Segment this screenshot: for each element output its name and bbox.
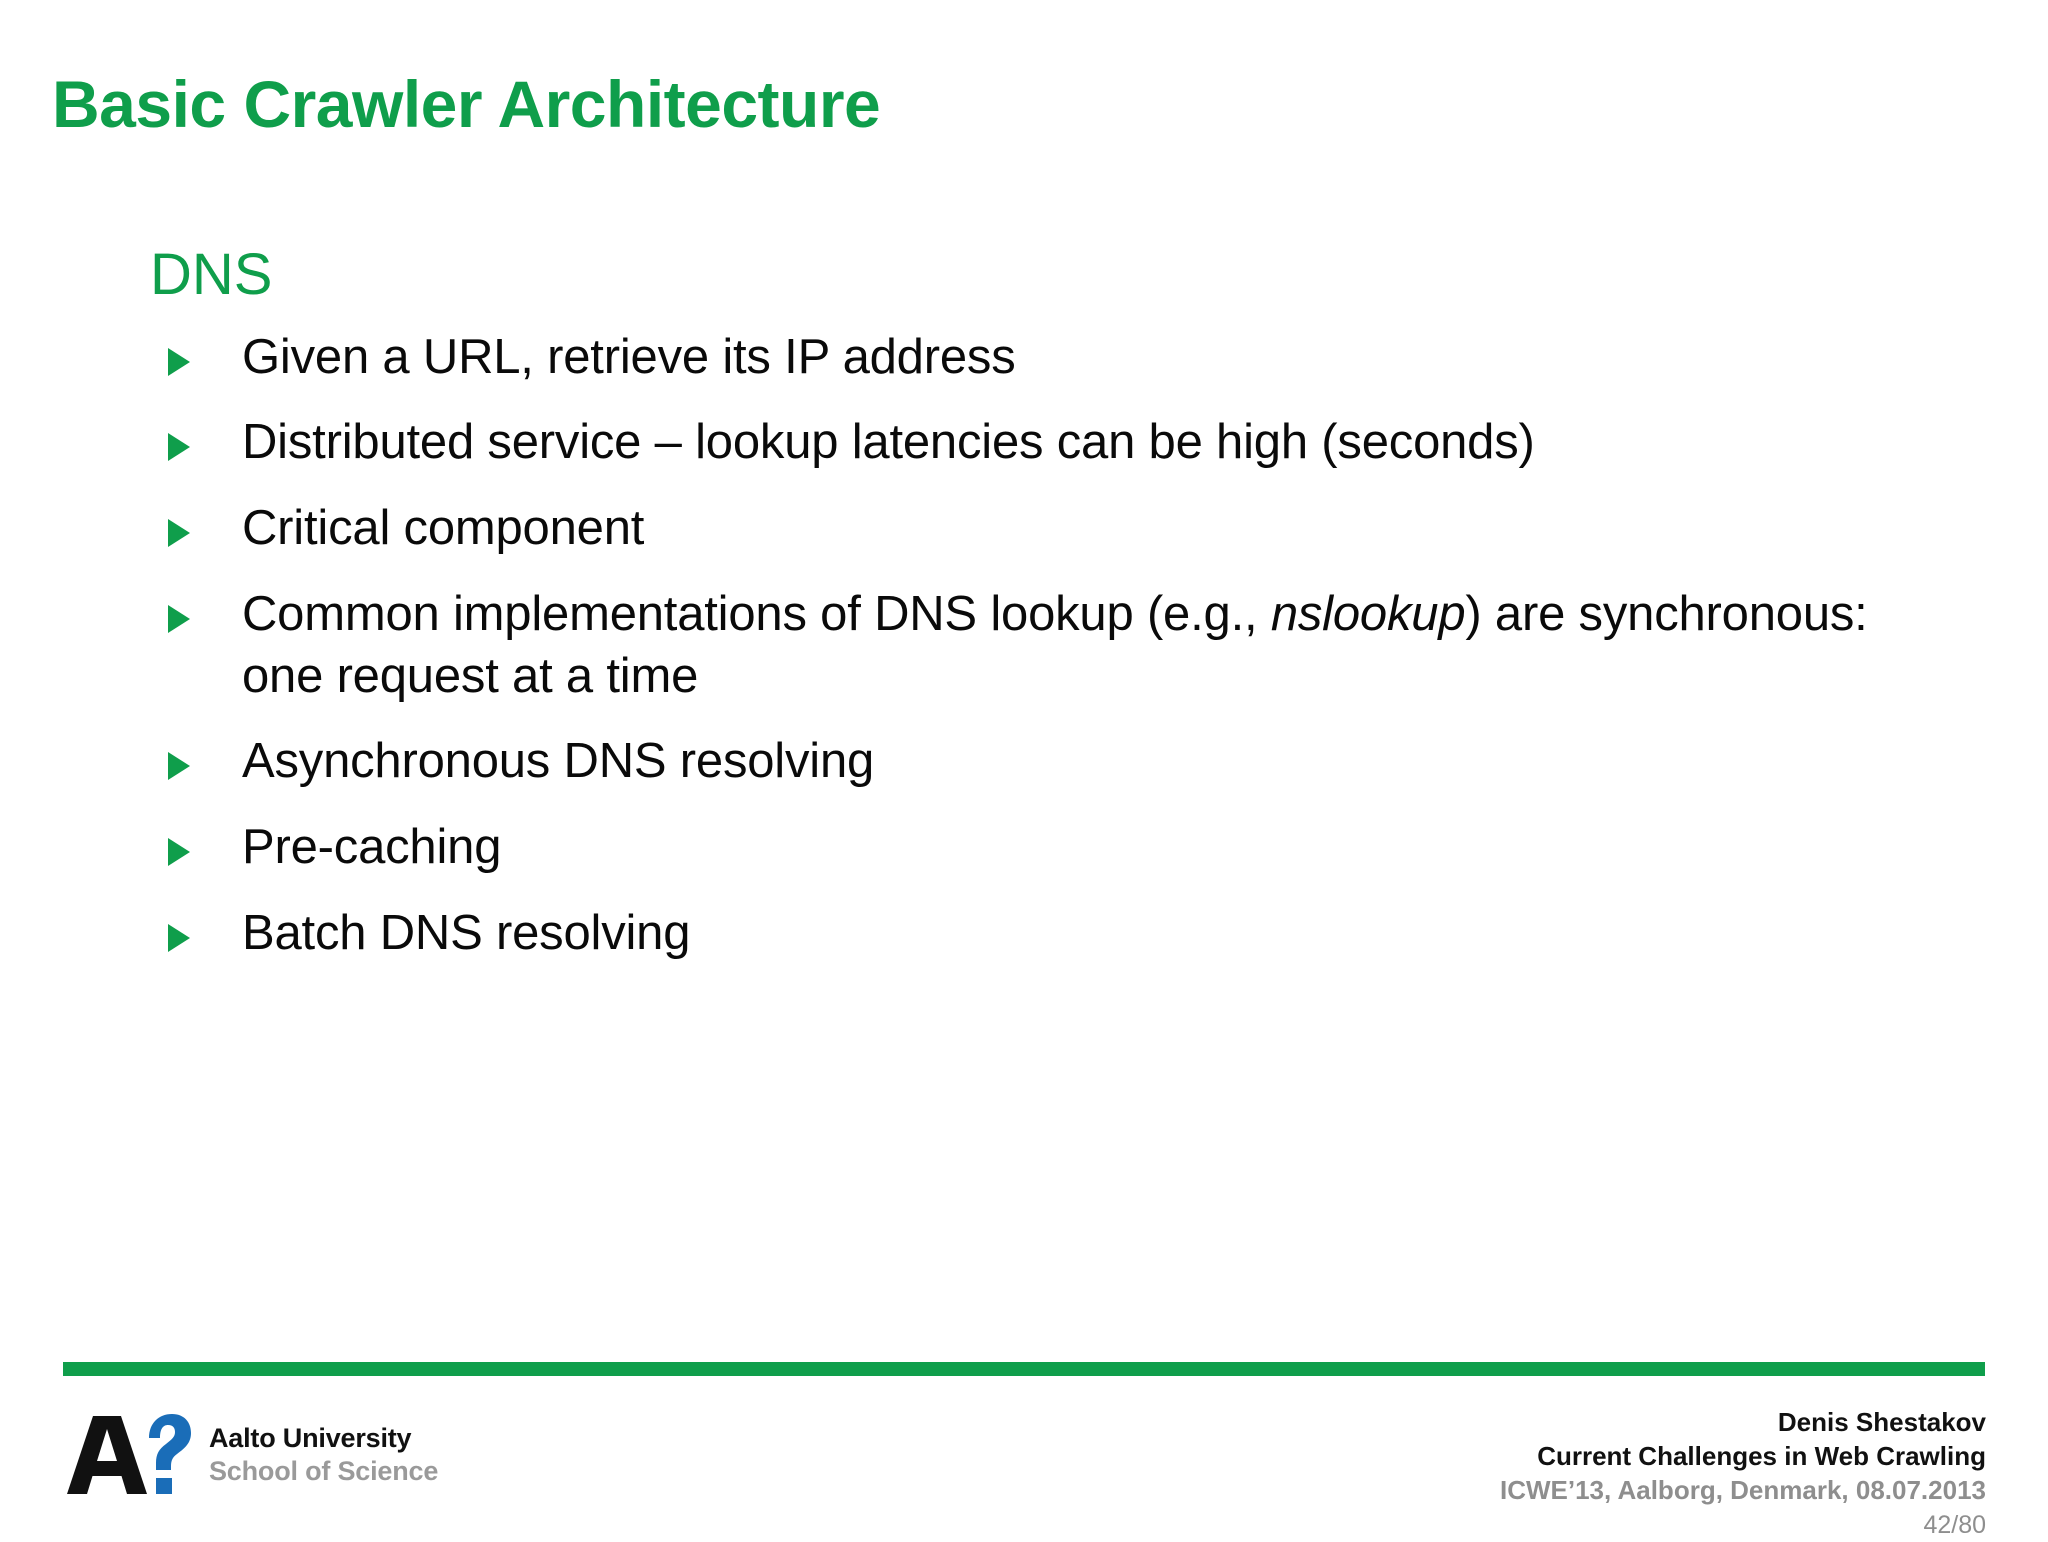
list-item-label: Asynchronous DNS resolving — [242, 734, 875, 789]
list-item-label: Critical component — [242, 501, 645, 556]
aalto-logo-icon — [67, 1414, 191, 1494]
list-item: Asynchronous DNS resolving — [150, 731, 1922, 793]
slide-body: DNS Given a URL, retrieve its IP address… — [150, 242, 1950, 965]
slide-footer: Aalto University School of Science Denis… — [0, 1392, 2048, 1539]
list-item: Pre-caching — [150, 817, 1922, 879]
triangle-right-icon — [168, 604, 190, 633]
list-item-label: Pre-caching — [242, 820, 502, 875]
list-item-label-emphasis: nslookup — [1270, 586, 1466, 641]
list-item-label: Batch DNS resolving — [242, 905, 691, 960]
page-title: Basic Crawler Architecture — [52, 67, 881, 142]
triangle-right-icon — [168, 752, 190, 781]
aalto-logo-wordmark: Aalto University School of Science — [209, 1422, 438, 1488]
list-item: Critical component — [150, 498, 1922, 560]
list-item: Given a URL, retrieve its IP address — [150, 327, 1922, 389]
triangle-right-icon — [168, 519, 190, 548]
triangle-right-icon — [168, 433, 190, 462]
aalto-logo: Aalto University School of Science — [63, 1412, 438, 1498]
talk-title: Current Challenges in Web Crawling — [1537, 1440, 1986, 1471]
section-heading: DNS — [150, 242, 273, 307]
list-item: Distributed service – lookup latencies c… — [150, 412, 1922, 474]
venue-info: ICWE’13, Aalborg, Denmark, 08.07.2013 — [1499, 1474, 1986, 1505]
page-number: 42/80 — [1923, 1511, 1986, 1540]
bullet-list: Given a URL, retrieve its IP address Dis… — [150, 327, 1950, 965]
list-item: Common implementations of DNS lookup (e.… — [150, 584, 1922, 707]
triangle-right-icon — [168, 923, 190, 952]
org-unit: School of Science — [209, 1456, 439, 1486]
triangle-right-icon — [168, 838, 190, 867]
org-name: Aalto University — [209, 1423, 412, 1454]
list-item-label: Given a URL, retrieve its IP address — [242, 329, 1016, 384]
list-item-label-part: ) are synchronous: one request at a time — [242, 586, 1868, 703]
footer-divider — [63, 1362, 1985, 1376]
footer-credits: Denis Shestakov Current Challenges in We… — [1500, 1406, 1986, 1542]
triangle-right-icon — [168, 347, 190, 376]
list-item: Batch DNS resolving — [150, 903, 1922, 965]
list-item-label-part: Common implementations of DNS lookup (e.… — [242, 586, 1271, 641]
list-item-label: Distributed service – lookup latencies c… — [242, 415, 1535, 470]
author-name: Denis Shestakov — [1777, 1407, 1986, 1437]
